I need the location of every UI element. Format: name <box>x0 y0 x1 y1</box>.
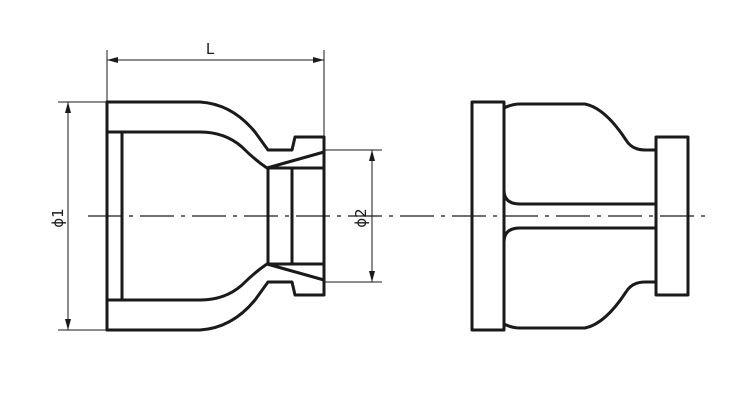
upper-wall-hatch <box>105 100 326 170</box>
lower-wall-hatch <box>105 262 326 332</box>
left-flange <box>470 100 506 332</box>
external-view <box>470 100 690 332</box>
dimension-diameter-2: ϕ2 <box>324 149 382 283</box>
bore-edges <box>120 130 326 302</box>
dimension-l: L <box>106 40 325 137</box>
dimension-diameter-2-label: ϕ2 <box>352 208 370 227</box>
dimension-diameter-1: ϕ1 <box>49 101 107 331</box>
dimension-diameter-1-label: ϕ1 <box>49 208 67 227</box>
dimension-l-label: L <box>206 40 215 58</box>
upper-body <box>502 102 658 206</box>
right-flange <box>654 135 690 297</box>
lower-body <box>502 226 658 330</box>
